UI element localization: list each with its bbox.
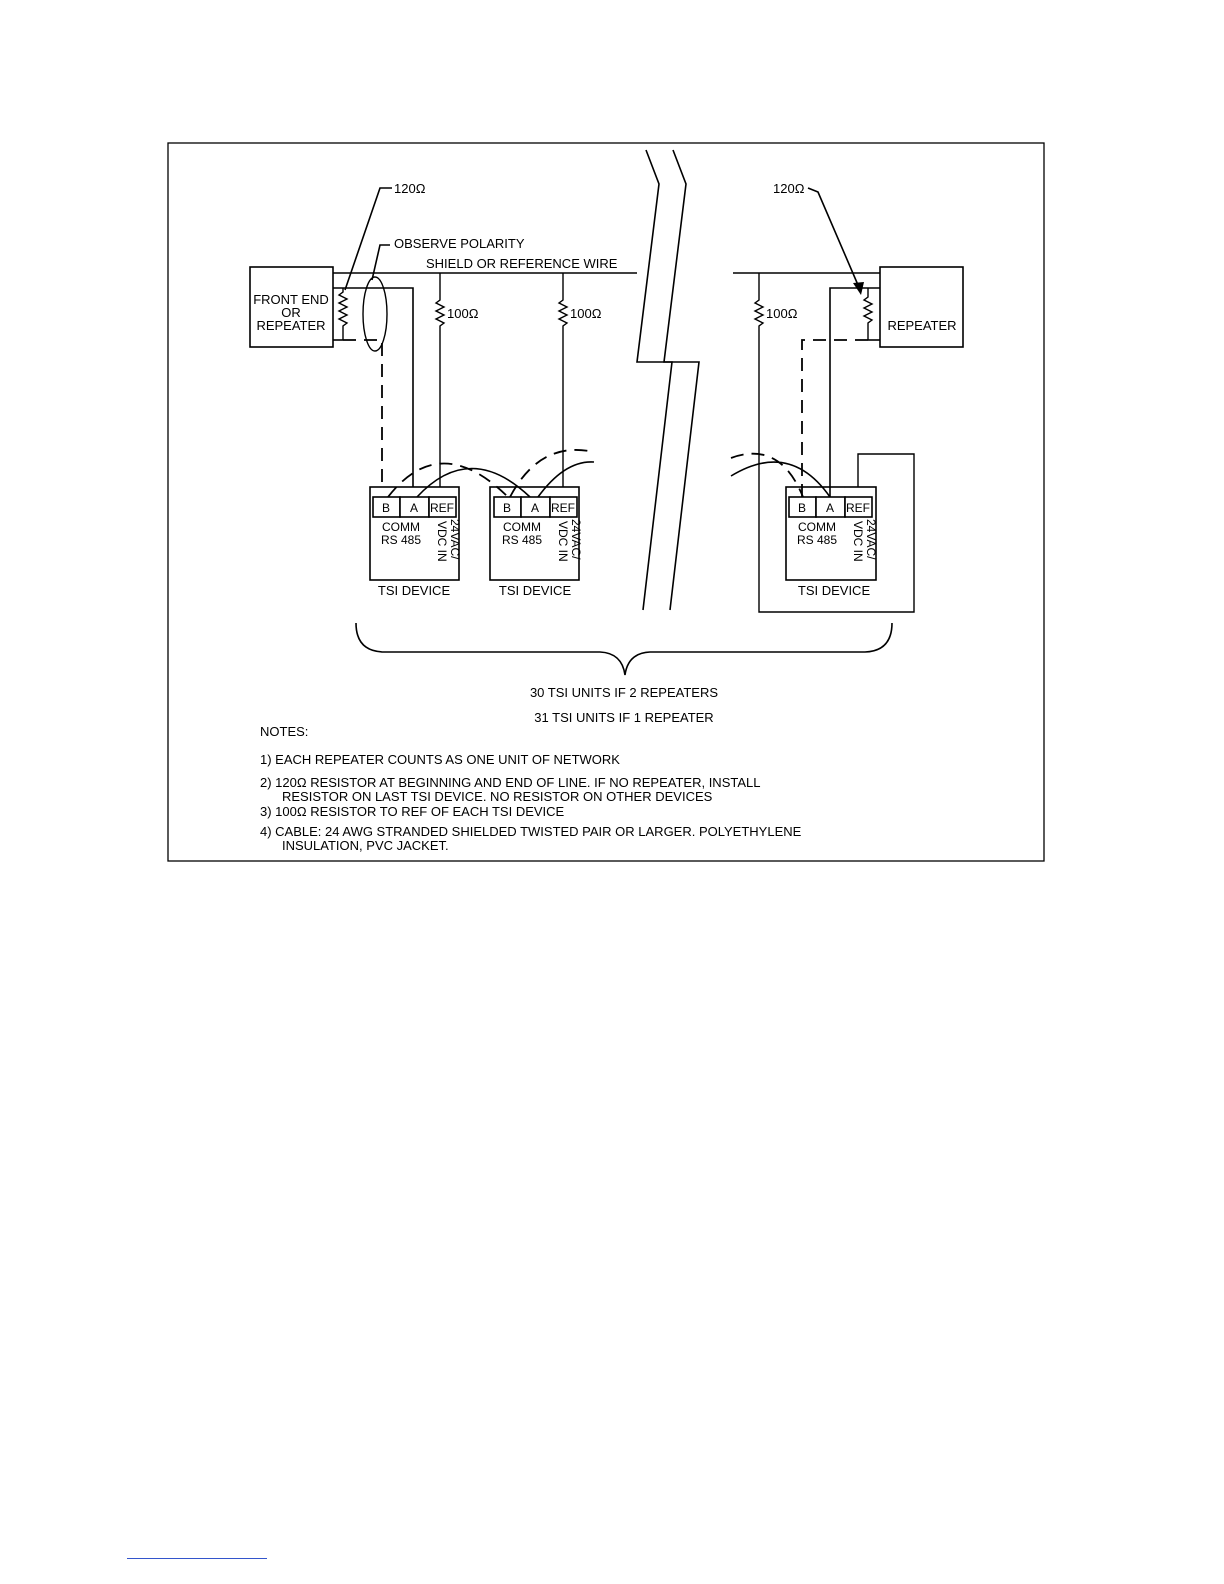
- power-label-2: VDC IN: [556, 521, 570, 562]
- repeater-box: [879, 266, 964, 348]
- comm-label: COMM: [503, 520, 541, 534]
- chain-arc-dashed-2: [509, 449, 595, 498]
- chain-arc-solid-2: [537, 461, 595, 498]
- terminal-b: B: [382, 501, 390, 515]
- terminal-a: A: [410, 501, 418, 515]
- ref-drop-2: [557, 273, 569, 497]
- tsi-device-3-label: TSI DEVICE: [798, 583, 871, 598]
- front-end-label-2: OR: [281, 305, 301, 320]
- label-100-ohm-2: 100Ω: [570, 306, 602, 321]
- note-2-line-2: RESISTOR ON LAST TSI DEVICE. NO RESISTOR…: [282, 789, 713, 804]
- terminal-b: B: [798, 501, 806, 515]
- break-line-left: [636, 149, 673, 611]
- label-observe-polarity: OBSERVE POLARITY: [394, 236, 525, 251]
- leader-120-left: [344, 187, 392, 291]
- front-end-wire-top: [333, 287, 414, 503]
- polarity-ellipse: [362, 276, 388, 352]
- rs485-label: RS 485: [797, 533, 837, 547]
- notes-title: NOTES:: [260, 724, 308, 739]
- note-4-line-1: 4) CABLE: 24 AWG STRANDED SHIELDED TWIST…: [260, 824, 802, 839]
- repeater-wire-dashed: [801, 339, 868, 497]
- front-end-label-3: REPEATER: [256, 318, 325, 333]
- power-label-2: VDC IN: [435, 521, 449, 562]
- capacity-one-repeater: 31 TSI UNITS IF 1 REPEATER: [534, 710, 713, 725]
- break-line-right: [663, 149, 700, 611]
- repeater-wire-top: [829, 287, 880, 497]
- chain-arc-dashed-1: [387, 462, 509, 498]
- leader-120-right: [807, 187, 862, 293]
- terminal-ref: REF: [430, 501, 454, 515]
- note-4-line-2: INSULATION, PVC JACKET.: [282, 838, 449, 853]
- terminal-b: B: [503, 501, 511, 515]
- power-label-1: 24VAC/: [448, 519, 462, 560]
- rs485-label: RS 485: [502, 533, 542, 547]
- ref-drop-3: [753, 273, 915, 613]
- note-1: 1) EACH REPEATER COUNTS AS ONE UNIT OF N…: [260, 752, 620, 767]
- power-label-2: VDC IN: [851, 521, 865, 562]
- front-end-resistor: [337, 288, 349, 340]
- front-end-box: [249, 266, 334, 348]
- power-label-1: 24VAC/: [569, 519, 583, 560]
- tsi-device-1-label: TSI DEVICE: [378, 583, 451, 598]
- terminal-a: A: [826, 501, 834, 515]
- tsi-device-2: B A REF COMM RS 485 24VAC/ VDC IN: [489, 486, 583, 581]
- chain-arc-solid-3: [730, 461, 831, 498]
- rs485-label: RS 485: [381, 533, 421, 547]
- comm-label: COMM: [798, 520, 836, 534]
- label-100-ohm-3: 100Ω: [766, 306, 798, 321]
- repeater-resistor: [862, 288, 874, 340]
- note-3: 3) 100Ω RESISTOR TO REF OF EACH TSI DEVI…: [260, 804, 565, 819]
- capacity-two-repeaters: 30 TSI UNITS IF 2 REPEATERS: [530, 685, 718, 700]
- comm-label: COMM: [382, 520, 420, 534]
- tsi-device-2-label: TSI DEVICE: [499, 583, 572, 598]
- network-brace: [355, 622, 893, 676]
- terminal-a: A: [531, 501, 539, 515]
- tsi-device-3: B A REF COMM RS 485 24VAC/ VDC IN: [785, 486, 878, 581]
- repeater-label: REPEATER: [887, 318, 956, 333]
- label-120-ohm-right: 120Ω: [773, 181, 805, 196]
- label-120-ohm-left: 120Ω: [394, 181, 426, 196]
- terminal-ref: REF: [846, 501, 870, 515]
- front-end-label-1: FRONT END: [253, 292, 329, 307]
- label-shield-wire: SHIELD OR REFERENCE WIRE: [426, 256, 618, 271]
- terminal-ref: REF: [551, 501, 575, 515]
- leader-polarity: [371, 244, 390, 281]
- diagram-frame: [167, 142, 1045, 862]
- tsi-device-1: B A REF COMM RS 485 24VAC/ VDC IN: [369, 486, 462, 581]
- label-100-ohm-1: 100Ω: [447, 306, 479, 321]
- power-label-1: 24VAC/: [864, 519, 878, 560]
- note-2-line-1: 2) 120Ω RESISTOR AT BEGINNING AND END OF…: [260, 775, 760, 790]
- front-end-wire-dashed: [343, 339, 383, 495]
- ref-drop-1: [434, 273, 446, 497]
- footnote-rule: [127, 1558, 267, 1559]
- chain-arc-dashed-3: [730, 452, 804, 498]
